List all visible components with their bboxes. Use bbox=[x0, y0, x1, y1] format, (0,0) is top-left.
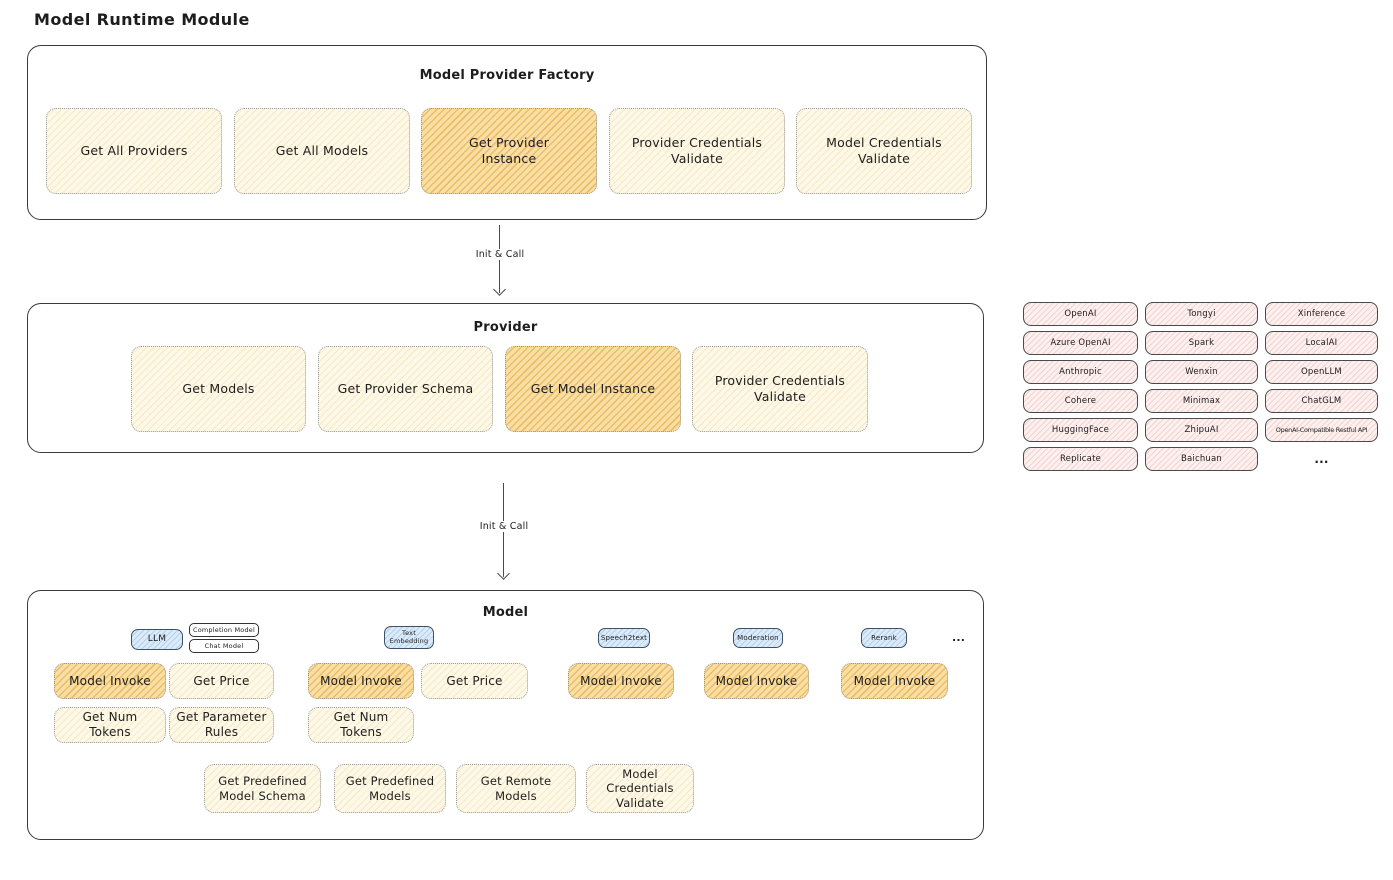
tag-completion-model: Completion Model bbox=[189, 623, 259, 637]
node-label: Get Remote Models bbox=[480, 774, 552, 803]
tag-moderation: Moderation bbox=[733, 628, 783, 648]
provider-pill-wenxin: Wenxin bbox=[1145, 360, 1258, 384]
node-get-parameter-rules: Get Parameter Rules bbox=[169, 707, 274, 743]
node-get-price-embedding: Get Price bbox=[421, 663, 528, 699]
node-model-invoke-moderation: Model Invoke bbox=[704, 663, 809, 699]
arrow-label: Init & Call bbox=[474, 521, 534, 532]
arrow-init-call-2: Init & Call bbox=[474, 483, 534, 577]
node-label: Model Credentials Validate bbox=[826, 135, 942, 166]
provider-pill-baichuan: Baichuan bbox=[1145, 447, 1258, 471]
tag-text-embedding: Text Embedding bbox=[384, 626, 434, 649]
provider-title: Provider bbox=[473, 320, 538, 335]
providers-grid: OpenAI Tongyi Xinference Azure OpenAI Sp… bbox=[1023, 302, 1378, 471]
arrow-label: Init & Call bbox=[470, 249, 530, 260]
node-get-num-tokens-llm: Get Num Tokens bbox=[54, 707, 166, 743]
node-model-invoke-embedding: Model Invoke bbox=[308, 663, 414, 699]
node-label: Get All Providers bbox=[80, 143, 188, 159]
diagram-title: Model Runtime Module bbox=[34, 10, 250, 29]
tag-llm: LLM bbox=[131, 629, 183, 650]
tag-chat-model: Chat Model bbox=[189, 639, 259, 653]
tags-ellipsis: ... bbox=[952, 631, 966, 644]
provider-pill-azure-openai: Azure OpenAI bbox=[1023, 331, 1138, 355]
node-label: Get Parameter Rules bbox=[176, 710, 267, 739]
node-label: Model Invoke bbox=[320, 673, 402, 688]
provider-pill-tongyi: Tongyi bbox=[1145, 302, 1258, 326]
provider-pill-chatglm: ChatGLM bbox=[1265, 389, 1378, 413]
provider-pill-anthropic: Anthropic bbox=[1023, 360, 1138, 384]
node-model-invoke-llm: Model Invoke bbox=[54, 663, 166, 699]
node-label: Get Model Instance bbox=[530, 381, 656, 397]
provider-pill-zhipuai: ZhipuAI bbox=[1145, 418, 1258, 442]
node-label: Get Provider Instance bbox=[468, 135, 550, 166]
node-get-provider-schema: Get Provider Schema bbox=[318, 346, 493, 432]
node-label: Model Invoke bbox=[715, 673, 798, 688]
provider-pill-cohere: Cohere bbox=[1023, 389, 1138, 413]
node-get-num-tokens-embedding: Get Num Tokens bbox=[308, 707, 414, 743]
provider-pill-xinference: Xinference bbox=[1265, 302, 1378, 326]
model-title: Model bbox=[482, 605, 529, 620]
node-get-provider-instance: Get Provider Instance bbox=[421, 108, 597, 194]
arrow-init-call-1: Init & Call bbox=[470, 225, 530, 293]
providers-ellipsis: ... bbox=[1314, 452, 1329, 466]
node-label: Model Invoke bbox=[853, 673, 936, 688]
node-label: Get Price bbox=[193, 673, 250, 688]
node-get-price-llm: Get Price bbox=[169, 663, 274, 699]
provider-pill-minimax: Minimax bbox=[1145, 389, 1258, 413]
tag-speech2text: Speech2text bbox=[598, 628, 650, 648]
provider-pill-replicate: Replicate bbox=[1023, 447, 1138, 471]
node-label: Get Provider Schema bbox=[337, 381, 474, 397]
node-label: Get Num Tokens bbox=[333, 710, 389, 739]
node-label: Model Invoke bbox=[580, 673, 662, 688]
provider-pill-openai-compatible: OpenAI-Compatible Restful API bbox=[1265, 418, 1378, 442]
node-get-remote-models: Get Remote Models bbox=[456, 764, 576, 813]
provider-pill-huggingface: HuggingFace bbox=[1023, 418, 1138, 442]
tag-rerank: Rerank bbox=[861, 628, 907, 648]
node-model-invoke-rerank: Model Invoke bbox=[841, 663, 948, 699]
node-label: Get Models bbox=[182, 381, 255, 397]
provider-pill-localai: LocalAI bbox=[1265, 331, 1378, 355]
node-label: Model Invoke bbox=[69, 673, 151, 688]
factory-box: Model Provider Factory Get All Providers… bbox=[27, 45, 987, 220]
node-provider-credentials-validate-2: Provider Credentials Validate bbox=[692, 346, 868, 432]
node-get-predefined-model-schema: Get Predefined Model Schema bbox=[204, 764, 321, 813]
node-provider-credentials-validate: Provider Credentials Validate bbox=[609, 108, 785, 194]
node-get-all-providers: Get All Providers bbox=[46, 108, 222, 194]
node-get-model-instance: Get Model Instance bbox=[505, 346, 681, 432]
provider-pill-openllm: OpenLLM bbox=[1265, 360, 1378, 384]
node-model-credentials-validate: Model Credentials Validate bbox=[796, 108, 972, 194]
node-label: Provider Credentials Validate bbox=[714, 373, 846, 404]
node-label: Get Predefined Models bbox=[345, 774, 435, 803]
node-model-credentials-validate-2: Model Credentials Validate bbox=[586, 764, 694, 813]
node-label: Get All Models bbox=[275, 143, 369, 159]
node-label: Get Predefined Model Schema bbox=[218, 774, 307, 803]
node-get-models: Get Models bbox=[131, 346, 306, 432]
node-label: Get Price bbox=[446, 673, 503, 688]
node-get-predefined-models: Get Predefined Models bbox=[334, 764, 446, 813]
node-model-invoke-speech2text: Model Invoke bbox=[568, 663, 674, 699]
provider-pill-openai: OpenAI bbox=[1023, 302, 1138, 326]
node-label: Get Num Tokens bbox=[82, 710, 138, 739]
node-get-all-models: Get All Models bbox=[234, 108, 410, 194]
node-label: Provider Credentials Validate bbox=[631, 135, 763, 166]
factory-title: Model Provider Factory bbox=[419, 68, 595, 83]
provider-pill-spark: Spark bbox=[1145, 331, 1258, 355]
model-box: Model LLM Completion Model Chat Model Te… bbox=[27, 590, 984, 840]
node-label: Model Credentials Validate bbox=[606, 766, 674, 810]
provider-box: Provider Get Models Get Provider Schema … bbox=[27, 303, 984, 453]
